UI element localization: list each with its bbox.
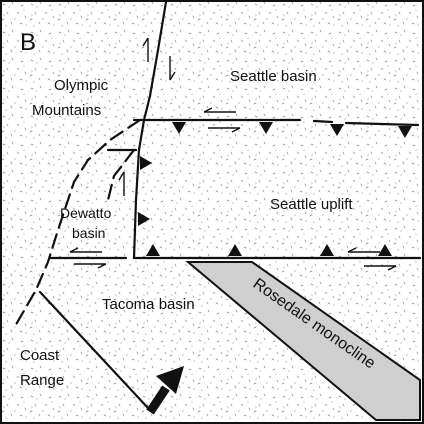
upper-thrust-teeth [172, 122, 412, 138]
coast-range-label-line1: Coast [20, 347, 60, 364]
thrust-triangle-icon [228, 244, 242, 256]
tacoma-basin-label: Tacoma basin [102, 296, 195, 313]
thrust-triangle-icon [330, 124, 344, 136]
thrust-triangle-icon [320, 244, 334, 256]
dashed-dewatto-fault [106, 148, 136, 202]
seattle-uplift-label: Seattle uplift [270, 196, 353, 213]
southwest-diagonal-line [38, 290, 150, 410]
thrust-triangle-icon [138, 212, 150, 226]
olympic-label-line2: Mountains [32, 102, 101, 119]
thrust-triangle-icon [172, 122, 186, 134]
thrust-triangle-icon [378, 244, 392, 256]
dewatto-label-line1: Dewatto [60, 205, 112, 221]
vertical-thrust-teeth [138, 156, 152, 226]
dewatto-label-line2: basin [72, 225, 105, 241]
olympic-label-line1: Olympic [54, 77, 109, 94]
upper-thrust-fault-dash-1 [312, 119, 334, 124]
strike-slip-arrows [69, 37, 397, 271]
upper-thrust-fault-dash-2 [344, 121, 420, 127]
north-arrow-icon [146, 366, 184, 415]
panel-letter: B [20, 29, 36, 56]
seattle-basin-label: Seattle basin [230, 68, 317, 85]
lower-thrust-teeth [146, 244, 392, 256]
dashed-western-fault [12, 118, 142, 330]
thrust-triangle-icon [140, 156, 152, 170]
thrust-triangle-icon [259, 122, 273, 134]
rosedale-monocline-band [185, 261, 421, 421]
thrust-triangle-icon [146, 244, 160, 256]
thrust-triangle-icon [398, 126, 412, 138]
coast-range-label-line2: Range [20, 372, 64, 389]
